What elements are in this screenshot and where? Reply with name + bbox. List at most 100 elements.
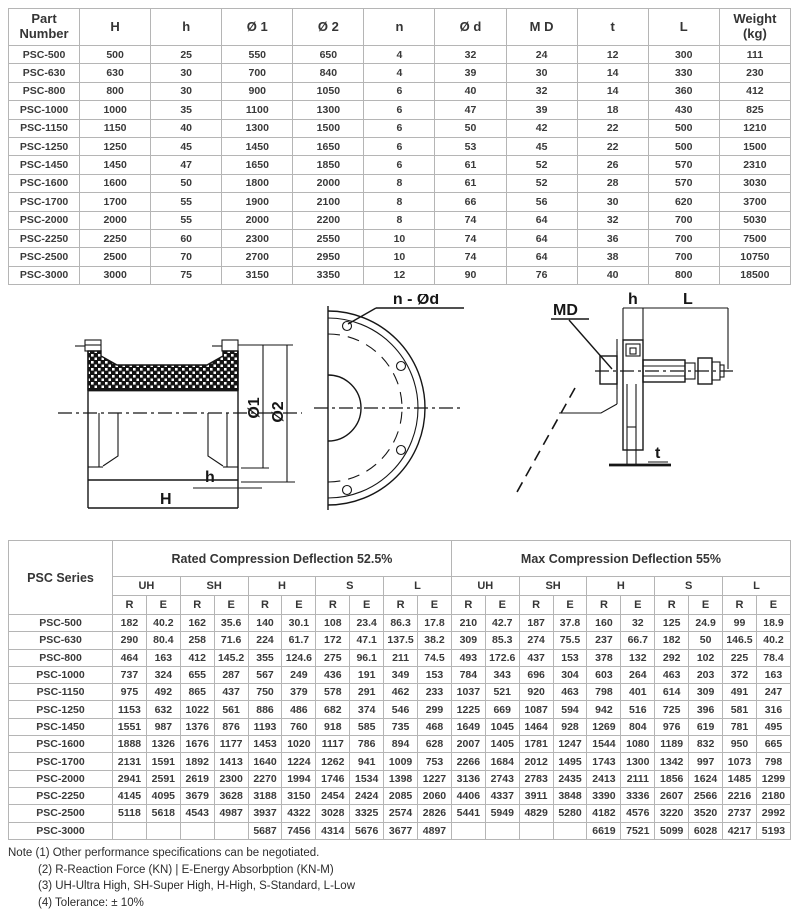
table-cell: 10750 bbox=[719, 248, 790, 266]
table-cell: 40 bbox=[435, 82, 506, 100]
table-cell: 35 bbox=[151, 101, 222, 119]
table-cell: 40.2 bbox=[756, 632, 790, 649]
table-cell: 60 bbox=[151, 229, 222, 247]
table-cell: 274 bbox=[519, 632, 553, 649]
table-cell: 5118 bbox=[113, 805, 147, 822]
table-cell: 1342 bbox=[655, 753, 689, 770]
table-cell: 230 bbox=[719, 64, 790, 82]
table-cell: 3700 bbox=[719, 193, 790, 211]
bolt-hole bbox=[397, 362, 406, 371]
table-cell: 2992 bbox=[756, 805, 790, 822]
re-R: R bbox=[180, 596, 214, 615]
table-cell: 7456 bbox=[282, 822, 316, 839]
table-cell: 182 bbox=[113, 615, 147, 632]
table-cell: 90 bbox=[435, 266, 506, 284]
table-cell: 3150 bbox=[222, 266, 293, 284]
table-cell: 412 bbox=[180, 649, 214, 666]
table-cell: 1210 bbox=[719, 119, 790, 137]
table-cell: PSC-1250 bbox=[9, 137, 80, 155]
table-cell: 941 bbox=[350, 753, 384, 770]
re-R: R bbox=[384, 596, 418, 615]
table-cell: 1300 bbox=[222, 119, 293, 137]
table-cell: 1300 bbox=[293, 101, 364, 119]
table-cell: PSC-1450 bbox=[9, 718, 113, 735]
table-cell: 798 bbox=[587, 684, 621, 701]
table-cell: 309 bbox=[451, 632, 485, 649]
table-cell: 1994 bbox=[282, 770, 316, 787]
table-cell: 412 bbox=[719, 82, 790, 100]
table-cell: 55 bbox=[151, 211, 222, 229]
table-cell: 264 bbox=[621, 666, 655, 683]
table-cell: 36 bbox=[577, 229, 648, 247]
table-cell: 2266 bbox=[451, 753, 485, 770]
table-cell: 5030 bbox=[719, 211, 790, 229]
table-cell: 894 bbox=[384, 736, 418, 753]
table-cell: 1022 bbox=[180, 701, 214, 718]
table-cell: 124.6 bbox=[282, 649, 316, 666]
re-E: E bbox=[146, 596, 180, 615]
table-cell: 71.6 bbox=[214, 632, 248, 649]
re-E: E bbox=[621, 596, 655, 615]
table-cell: 30 bbox=[506, 64, 577, 82]
table-cell: 920 bbox=[519, 684, 553, 701]
bolt-detail-drawing: MD h L t bbox=[515, 292, 775, 524]
d1-label: Ø1 bbox=[246, 397, 263, 418]
table-cell: 4576 bbox=[621, 805, 655, 822]
grade-UH: UH bbox=[113, 577, 181, 596]
table-cell: 3136 bbox=[451, 770, 485, 787]
table-cell: 1850 bbox=[293, 156, 364, 174]
header-part-number: Part Number bbox=[9, 9, 80, 46]
table-cell: 800 bbox=[80, 82, 151, 100]
note-line: (4) Tolerance: ± 10% bbox=[8, 895, 355, 911]
bolt-head bbox=[600, 356, 617, 384]
table-cell: 30 bbox=[577, 193, 648, 211]
dimensions-header-row: Part Number H h Ø 1 Ø 2 n Ø d M D t L We… bbox=[9, 9, 791, 46]
table-cell: 378 bbox=[587, 649, 621, 666]
table-cell bbox=[146, 822, 180, 839]
table-cell: 1080 bbox=[621, 736, 655, 753]
table-cell: 35.6 bbox=[214, 615, 248, 632]
table-cell: 1500 bbox=[293, 119, 364, 137]
table-cell: 38 bbox=[577, 248, 648, 266]
re-R: R bbox=[316, 596, 350, 615]
table-cell: 2424 bbox=[350, 787, 384, 804]
table-cell: 1781 bbox=[519, 736, 553, 753]
table-cell: 140 bbox=[248, 615, 282, 632]
grade-S: S bbox=[316, 577, 384, 596]
table-cell: 900 bbox=[222, 82, 293, 100]
table-cell: PSC-630 bbox=[9, 632, 113, 649]
table-cell: 570 bbox=[648, 156, 719, 174]
table-cell: 1398 bbox=[384, 770, 418, 787]
table-cell: 74 bbox=[435, 211, 506, 229]
table-cell: 825 bbox=[719, 101, 790, 119]
table-cell: PSC-2000 bbox=[9, 211, 80, 229]
table-cell: 6 bbox=[364, 119, 435, 137]
table-cell: 516 bbox=[621, 701, 655, 718]
table-cell: 1326 bbox=[146, 736, 180, 753]
table-cell: 1250 bbox=[80, 137, 151, 155]
table-cell: 2737 bbox=[723, 805, 757, 822]
table-cell: 6 bbox=[364, 82, 435, 100]
table-cell: 975 bbox=[113, 684, 147, 701]
table-cell: 2300 bbox=[222, 229, 293, 247]
table-cell: 22 bbox=[577, 137, 648, 155]
table-cell: 56 bbox=[506, 193, 577, 211]
table-cell: 28 bbox=[577, 174, 648, 192]
table-cell: 153 bbox=[418, 666, 452, 683]
table-cell: 594 bbox=[553, 701, 587, 718]
table-cell: 4543 bbox=[180, 805, 214, 822]
table-cell: 2250 bbox=[80, 229, 151, 247]
table-cell: 396 bbox=[689, 701, 723, 718]
table-cell: 80.4 bbox=[146, 632, 180, 649]
table-cell: 86.3 bbox=[384, 615, 418, 632]
notes: Note (1) Other performance specification… bbox=[8, 845, 355, 911]
table-cell: 798 bbox=[756, 753, 790, 770]
table-cell: 30 bbox=[151, 64, 222, 82]
table-cell: 2607 bbox=[655, 787, 689, 804]
table-cell: 493 bbox=[451, 649, 485, 666]
table-cell: 2012 bbox=[519, 753, 553, 770]
